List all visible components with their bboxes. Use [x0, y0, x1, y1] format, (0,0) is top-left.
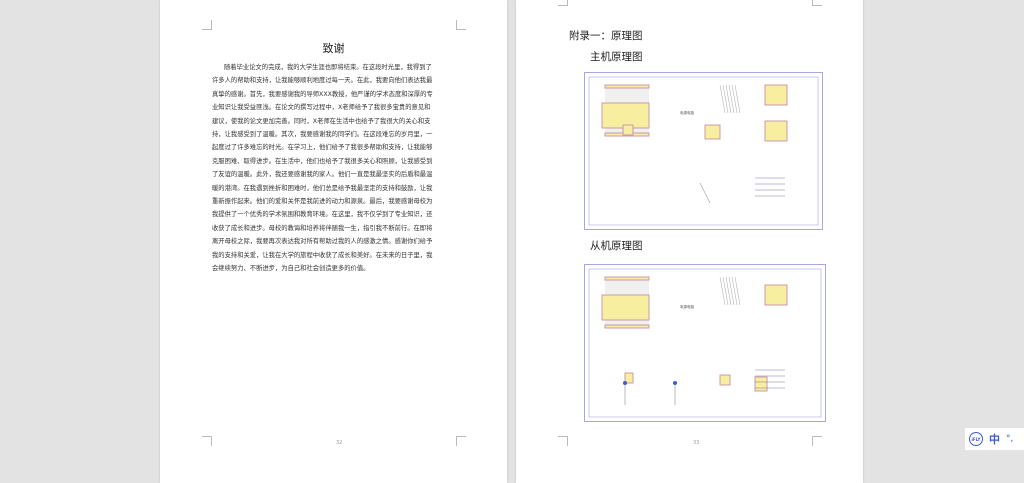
- schematic-mark: [623, 381, 627, 385]
- crop-mark: [812, 436, 822, 446]
- ifly-logo-icon[interactable]: iFLY: [969, 432, 983, 446]
- schematic-mark: [754, 376, 768, 392]
- text-line: 克服困难、取得进步。在生活中，他们也给予了我很多关心和照顾，让我感受到: [212, 157, 433, 165]
- page-32: 致谢 随着毕业论文的完成，我的大学生涯也即将结束。在这段时光里，我得到了许多人的…: [160, 0, 507, 483]
- schematic-mark: [719, 374, 731, 386]
- input-mode-toggle[interactable]: 中: [989, 433, 1000, 446]
- schematic-mark: [728, 276, 735, 306]
- schematic-mark: [604, 84, 650, 89]
- schematic-mark: [588, 268, 822, 418]
- text-line: 随着毕业论文的完成，我的大学生涯也即将结束。在这段时光里，我得到了: [224, 64, 432, 71]
- text-line: 收获了成长和进步。母校的教诲和培养将伴随我一生，指引我不断前行。在即将: [212, 224, 433, 232]
- schematic-mark: [731, 84, 738, 114]
- ime-toolbar[interactable]: iFLY 中 °,: [965, 428, 1024, 450]
- master-schematic-heading: 主机原理图: [590, 51, 643, 63]
- schematic-mark: [722, 276, 729, 306]
- schematic-mark: [725, 276, 732, 306]
- text-line: 会继续努力、不断进步，为自己和社会创造更多的价值。: [212, 265, 370, 273]
- crop-mark: [558, 436, 568, 446]
- text-line: 了友谊的温暖。此外，我还要感谢我的家人。他们一直是我最坚实的后盾和最温: [212, 171, 433, 179]
- acknowledgement-text: 随着毕业论文的完成，我的大学生涯也即将结束。在这段时光里，我得到了许多人的帮助和…: [212, 61, 458, 276]
- page-number: 33: [693, 440, 700, 446]
- slave-schematic-image: 电源电路: [584, 264, 826, 422]
- schematic-mark: [622, 124, 634, 136]
- crop-mark: [558, 0, 568, 6]
- schematic-mark: [764, 284, 788, 306]
- schematic-mark: [673, 381, 677, 385]
- schematic-mark: [728, 84, 735, 114]
- schematic-mark: [604, 276, 650, 281]
- text-line: 我提供了一个优秀的学术氛围和教育环境。在这里，我不仅学到了专业知识，还: [212, 211, 433, 219]
- schematic-mark: [704, 124, 721, 140]
- schematic-mark: [699, 182, 711, 204]
- schematic-mark: [588, 76, 819, 226]
- text-line: 重新振作起来。他们的爱和关怀是我前进的动力和源泉。最后，我要感谢母校为: [212, 198, 433, 206]
- master-schematic-image: 电源电路: [584, 72, 823, 230]
- schematic-mark: [601, 294, 650, 321]
- appendix-heading: 附录一：原理图: [569, 30, 643, 42]
- crop-mark: [202, 436, 212, 446]
- crop-mark: [456, 20, 466, 30]
- page-33: 附录一：原理图 主机原理图 电源电路 从机原理图 电源电路 33: [516, 0, 863, 483]
- schematic-label: 电源电路: [680, 305, 694, 309]
- text-line: 暖的港湾。在我遇到挫折和困难时，他们总是给予我最坚定的支持和鼓励，让我: [212, 184, 433, 192]
- schematic-mark: [725, 84, 732, 114]
- text-line: 离开母校之际，我要再次表达我对所有帮助过我的人的感激之情。感谢你们给予: [212, 238, 433, 246]
- page-title: 致谢: [322, 42, 345, 55]
- text-line: 许多人的帮助和支持，让我能够顺利地度过每一天。在此，我要向他们表达我最: [212, 77, 433, 85]
- page-number: 32: [336, 440, 343, 446]
- text-line: 持，让我感受到了温暖。其次，我要感谢我的同学们。在这段难忘的岁月里，一: [212, 131, 433, 139]
- text-line: 业知识让我受益匪浅。在论文的撰写过程中，X老师给予了我很多宝贵的意见和: [212, 104, 431, 112]
- crop-mark: [812, 0, 822, 6]
- schematic-mark: [601, 102, 650, 129]
- crop-mark: [456, 436, 466, 446]
- schematic-mark: [764, 84, 788, 106]
- crop-mark: [202, 20, 212, 30]
- schematic-mark: [624, 372, 634, 384]
- text-line: 我的支持和关爱，让我在大学的旅程中收获了成长和美好。在未来的日子里，我: [212, 251, 433, 259]
- schematic-mark: [764, 120, 788, 142]
- schematic-mark: [604, 324, 650, 329]
- schematic-mark: [734, 84, 741, 114]
- schematic-mark: [731, 276, 738, 306]
- schematic-mark: [719, 276, 726, 306]
- text-line: 起度过了许多难忘的时光。在学习上，他们给予了我很多帮助和支持，让我能够: [212, 144, 433, 152]
- schematic-mark: [722, 84, 729, 114]
- text-line: 建议，使我的论文更加完善。同时，X老师在生活中也给予了我很大的关心和支: [212, 117, 431, 125]
- slave-schematic-heading: 从机原理图: [590, 240, 643, 252]
- schematic-mark: [734, 276, 741, 306]
- punctuation-icon[interactable]: °,: [1006, 434, 1014, 444]
- text-line: 真挚的感谢。首先，我要感谢我的导师XXX教授，他严谨的学术态度和深厚的专: [212, 90, 433, 98]
- schematic-label: 电源电路: [680, 111, 694, 115]
- schematic-mark: [719, 84, 726, 114]
